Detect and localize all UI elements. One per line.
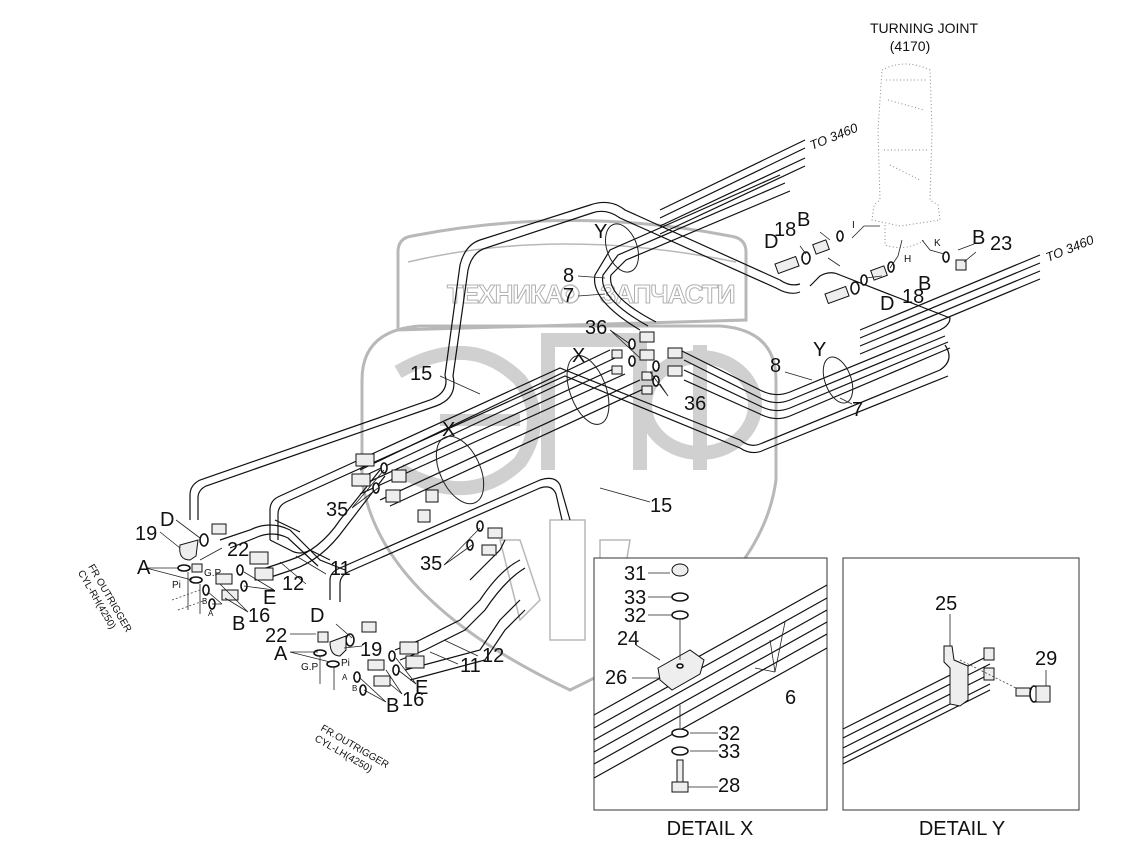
callout-labels: I H K 18 B D B 23 B 18 D 8 7 8 7 Y Y X X… — [75, 209, 1012, 775]
port-label-k: K — [934, 238, 941, 249]
callout-11: 11 — [330, 558, 351, 580]
callout-x: X — [442, 419, 455, 441]
callout-8: 8 — [563, 265, 574, 287]
callout-29: 29 — [1035, 648, 1057, 670]
callout-b: B — [386, 695, 399, 717]
callout-x: X — [572, 345, 585, 367]
callout-d: D — [880, 293, 894, 315]
callout-b: B — [918, 273, 931, 295]
callout-b: B — [232, 613, 245, 635]
callout-19: 19 — [135, 523, 157, 545]
pipes-to-3460: TO 3460 TO 3460 — [659, 120, 1097, 355]
label-port-b: B — [352, 684, 357, 693]
to-3460-label-lower: TO 3460 — [1044, 232, 1097, 265]
outrigger-lh-label: FR.OUTRIGGER CYL-LH(4250) — [313, 723, 391, 775]
callout-33: 33 — [718, 741, 740, 763]
detail-y-panel: 25 29 DETAIL Y — [842, 557, 1080, 840]
callout-25: 25 — [935, 593, 957, 615]
detail-x-caption: DETAIL X — [667, 818, 754, 840]
callout-33: 33 — [624, 587, 646, 609]
detail-markers — [435, 223, 854, 505]
callout-7: 7 — [563, 285, 574, 307]
callout-d: D — [310, 605, 324, 627]
callout-7: 7 — [852, 399, 863, 421]
callout-18: 18 — [774, 219, 796, 241]
callout-35: 35 — [420, 553, 442, 575]
label-port-a: A — [208, 609, 214, 618]
pipe-bundle — [189, 174, 951, 681]
callout-31: 31 — [624, 563, 646, 585]
label-gp: G.P — [204, 568, 222, 579]
callout-y: Y — [594, 221, 607, 243]
detail-y-caption: DETAIL Y — [919, 818, 1005, 840]
fittings — [177, 230, 967, 696]
port-label-i: I — [852, 220, 855, 231]
callout-16: 16 — [402, 689, 424, 711]
callout-22: 22 — [227, 539, 249, 561]
label-pi: Pi — [341, 658, 350, 669]
callout-23: 23 — [990, 233, 1012, 255]
callout-28: 28 — [718, 775, 740, 797]
callout-32: 32 — [624, 605, 646, 627]
label-pi: Pi — [172, 580, 181, 591]
callout-b: B — [797, 209, 810, 231]
callout-6: 6 — [785, 687, 796, 709]
callout-15: 15 — [410, 363, 432, 385]
callout-a: A — [137, 557, 151, 579]
callout-26: 26 — [605, 667, 627, 689]
callout-11: 11 — [460, 655, 481, 677]
callout-15: 15 — [650, 495, 672, 517]
watermark-text-right: ЗАПЧАСТИ — [600, 279, 735, 309]
callout-e: E — [415, 677, 428, 699]
callout-8: 8 — [770, 355, 781, 377]
callout-b: B — [972, 227, 985, 249]
callout-d: D — [160, 509, 174, 531]
callout-19: 19 — [360, 639, 382, 661]
callout-12: 12 — [482, 645, 504, 667]
callout-35: 35 — [326, 499, 348, 521]
callout-22: 22 — [265, 625, 287, 647]
callout-36: 36 — [684, 393, 706, 415]
callout-18: 18 — [902, 286, 924, 308]
gear-icon — [560, 284, 580, 304]
callout-y: Y — [813, 339, 826, 361]
port-label-h: H — [904, 254, 911, 265]
turning-joint-title: TURNING JOINT — [870, 20, 979, 36]
callout-32: 32 — [718, 723, 740, 745]
outrigger-rh-label: FR OUTRIGGER CYL-RH(4250) — [75, 563, 133, 635]
to-3460-label-upper: TO 3460 — [808, 120, 861, 153]
callout-16: 16 — [248, 605, 270, 627]
callout-d: D — [764, 231, 778, 253]
label-gp: G.P — [301, 662, 319, 673]
turning-joint-ref: (4170) — [890, 38, 930, 54]
label-port-a: A — [342, 673, 348, 682]
detail-x-panel: 31 33 32 24 26 6 32 33 28 DETAIL X — [593, 557, 828, 840]
callout-24: 24 — [617, 628, 639, 650]
callout-e: E — [263, 587, 276, 609]
label-port-b: B — [202, 597, 207, 606]
turning-joint: TURNING JOINT (4170) — [870, 20, 979, 249]
callout-a: A — [274, 643, 288, 665]
callout-12: 12 — [282, 573, 304, 595]
leader-lines — [145, 225, 977, 703]
callout-36: 36 — [585, 317, 607, 339]
